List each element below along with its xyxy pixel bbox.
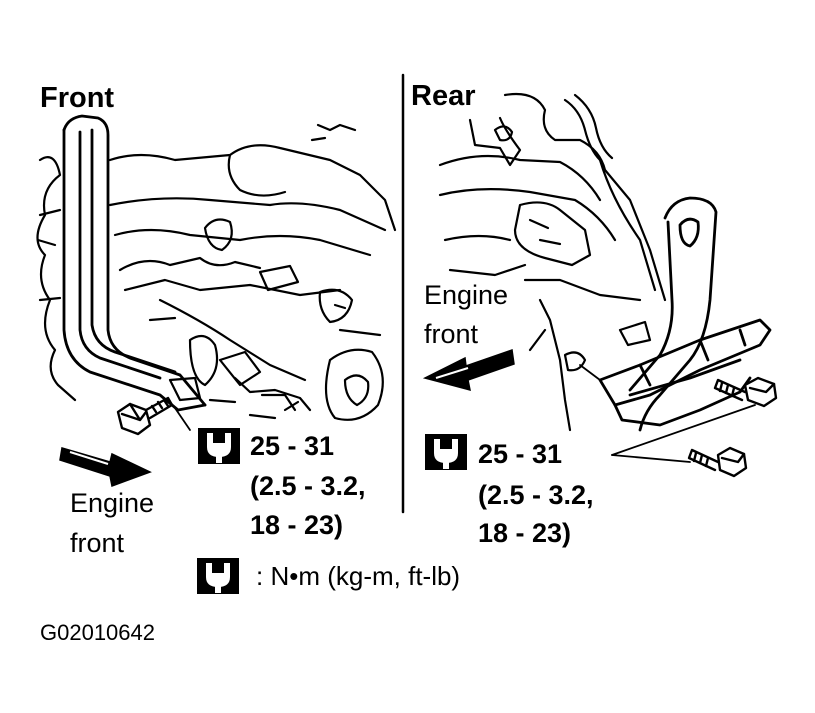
front-bolt	[116, 396, 174, 436]
front-torque-ftlb: 18 - 23)	[250, 510, 344, 540]
rear-engine-front-line2: front	[424, 319, 479, 349]
rear-torque-nm: 25 - 31	[478, 439, 563, 469]
rear-bolt-upper	[713, 376, 778, 408]
rear-arrow-icon	[422, 348, 515, 392]
rear-engine-front-line1: Engine	[424, 280, 509, 310]
units-legend: : N•m (kg-m, ft-lb)	[256, 561, 461, 591]
front-engine-outline	[36, 123, 397, 421]
front-bracket	[62, 114, 207, 412]
leader-lines	[174, 364, 756, 463]
front-title: Front	[40, 82, 115, 114]
front-torque-kgm: (2.5 - 3.2,	[250, 471, 366, 501]
rear-torque-kgm: (2.5 - 3.2,	[478, 480, 594, 510]
front-engine-front-line2: front	[70, 528, 125, 558]
rear-bolt-lower	[687, 446, 748, 478]
rear-bracket	[598, 196, 772, 432]
front-engine-front-line1: Engine	[70, 488, 155, 518]
rear-engine-outline	[438, 92, 667, 432]
front-torque-wrench-icon	[198, 428, 240, 464]
legend-torque-wrench-icon	[197, 558, 239, 594]
front-torque-nm: 25 - 31	[250, 431, 335, 461]
rear-title: Rear	[411, 80, 476, 112]
rear-torque-wrench-icon	[425, 434, 467, 470]
figure-code: G02010642	[40, 620, 155, 645]
rear-torque-ftlb: 18 - 23)	[478, 518, 572, 548]
front-arrow-icon	[59, 447, 152, 488]
